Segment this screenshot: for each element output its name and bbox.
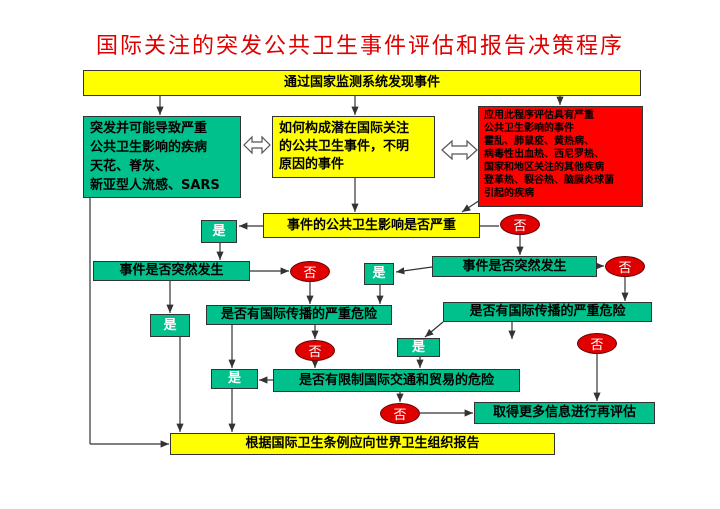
text-line: 应用此程序评估具有严重 — [484, 110, 594, 121]
apply-procedure-box: 应用此程序评估具有严重 公共卫生影响的事件 霍乱、肺鼠疫、黄热病、 病毒性出血热… — [478, 106, 643, 207]
text-line: 引起的疾病 — [484, 188, 534, 199]
report-who-box: 根据国际卫生条例应向世界卫生组织报告 — [170, 433, 555, 455]
no-oval: 否 — [605, 256, 645, 277]
q-sudden-box-right: 事件是否突然发生 — [432, 256, 597, 277]
detect-event-box: 通过国家监测系统发现事件 — [83, 70, 641, 96]
text-line: 原因的事件 — [279, 157, 345, 173]
yes-box: 是 — [201, 220, 237, 243]
no-oval: 否 — [295, 340, 335, 361]
q-serious-box: 事件的公共卫生影响是否严重 — [263, 213, 480, 238]
no-oval: 否 — [290, 261, 330, 282]
text-line: 突发并可能导致严重 — [90, 121, 208, 136]
text-line: 登革热、裂谷热、脑膜炎球菌 — [484, 175, 614, 186]
double-arrow-icon — [243, 135, 271, 155]
no-oval: 否 — [380, 403, 420, 424]
q-sudden-box-left: 事件是否突然发生 — [93, 261, 250, 281]
no-oval: 否 — [577, 333, 617, 354]
q-trade-box: 是否有限制国际交通和贸易的危险 — [273, 369, 520, 392]
text-line: 病毒性出血热、西尼罗热、 — [484, 149, 604, 160]
text-line: 公共卫生影响的事件 — [484, 123, 574, 134]
no-oval: 否 — [500, 214, 540, 235]
yes-box: 是 — [211, 369, 258, 389]
q-spread-box-right: 是否有国际传播的严重危险 — [443, 302, 652, 322]
yes-box: 是 — [397, 338, 440, 357]
double-arrow-icon — [441, 139, 478, 161]
text-line: 国家和地区关注的其他疾病 — [484, 162, 604, 173]
text-line: 公共卫生影响的疾病 — [90, 139, 208, 155]
diagram-title: 国际关注的突发公共卫生事件评估和报告决策程序 — [95, 34, 624, 59]
text-line: 天花、脊灰、 — [90, 158, 169, 174]
text-line: 如何构成潜在国际关注 — [279, 121, 410, 136]
yes-box: 是 — [364, 263, 394, 285]
potential-event-box: 如何构成潜在国际关注 的公共卫生事件，不明 原因的事件 — [272, 116, 435, 178]
yes-box: 是 — [150, 314, 190, 337]
text-line: 的公共卫生事件，不明 — [279, 139, 410, 155]
q-spread-box-left: 是否有国际传播的严重危险 — [206, 305, 392, 325]
text-line: 霍乱、肺鼠疫、黄热病、 — [484, 136, 594, 147]
reassess-box: 取得更多信息进行再评估 — [474, 402, 655, 424]
severe-disease-box: 突发并可能导致严重 公共卫生影响的疾病 天花、脊灰、 新亚型人流感、SARS — [83, 116, 241, 198]
text-line: 新亚型人流感、SARS — [90, 177, 220, 193]
